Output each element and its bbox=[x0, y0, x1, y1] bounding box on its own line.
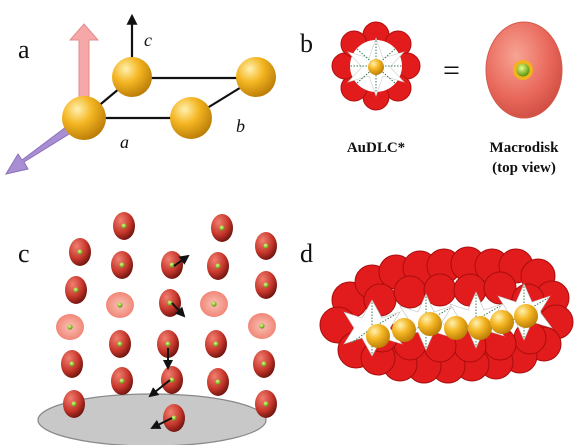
panel-d-label: d bbox=[300, 239, 313, 268]
disk-column bbox=[56, 238, 91, 418]
rotation-arrow bbox=[171, 302, 186, 318]
macrodisk-top-view bbox=[485, 21, 563, 119]
disk-column bbox=[200, 214, 233, 396]
gold-core-column bbox=[366, 304, 538, 348]
equals-sign: = bbox=[443, 54, 460, 87]
disk-column-assembly bbox=[56, 212, 277, 432]
b-axis-label: b bbox=[236, 116, 245, 136]
lattice-sphere bbox=[62, 96, 106, 140]
panel-c: c bbox=[18, 212, 277, 445]
disk-column bbox=[248, 232, 277, 418]
panel-b-label: b bbox=[300, 29, 313, 58]
motion-arrows bbox=[148, 254, 190, 429]
panel-a: a c a b bbox=[4, 13, 276, 175]
audlc-caption: AuDLC* bbox=[347, 140, 405, 156]
rotation-arrow bbox=[173, 254, 190, 267]
a-axis-label: a bbox=[120, 132, 129, 152]
panel-a-label: a bbox=[18, 35, 30, 64]
macrodisk-caption: Macrodisk bbox=[490, 140, 560, 156]
audlc-molecule bbox=[331, 21, 421, 111]
panel-c-label: c bbox=[18, 239, 30, 268]
disk-column bbox=[157, 251, 185, 432]
panel-b: b bbox=[300, 21, 563, 176]
columnar-stack bbox=[319, 246, 574, 384]
lattice-lines bbox=[83, 76, 257, 120]
panel-d: d bbox=[300, 239, 574, 384]
lattice-sphere bbox=[170, 97, 212, 139]
c-axis-label: c bbox=[144, 30, 152, 50]
lattice-sphere bbox=[236, 57, 276, 97]
lattice-sphere bbox=[112, 57, 152, 97]
disk-column bbox=[106, 212, 135, 395]
top-view-caption: (top view) bbox=[492, 160, 556, 176]
pink-axis-arrow bbox=[68, 23, 100, 99]
drift-arrow bbox=[150, 417, 173, 429]
drift-arrow bbox=[148, 379, 171, 398]
